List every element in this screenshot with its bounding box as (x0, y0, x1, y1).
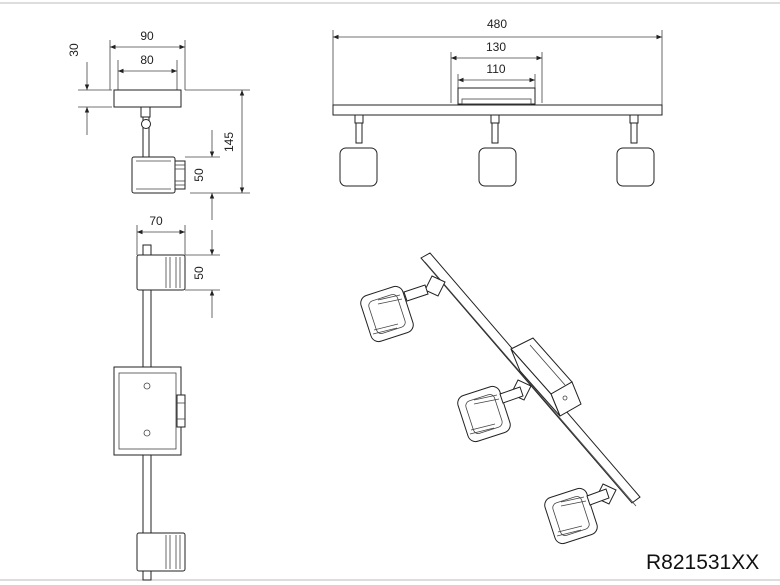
top-view: 70 50 (113, 214, 220, 581)
front-bar (332, 104, 663, 116)
front-spot-1 (339, 147, 378, 187)
dim-width-outer: 90 (140, 29, 154, 43)
dim-plate-inner: 110 (486, 62, 505, 76)
front-spot-3 (616, 147, 655, 187)
front-mount-plate (457, 87, 536, 105)
front-view: 480 130 110 (332, 17, 663, 187)
dim-total-height: 145 (222, 132, 236, 152)
top-spot-head-1 (136, 254, 186, 291)
isometric-view (360, 252, 641, 545)
side-view: 90 80 30 145 50 (67, 29, 250, 220)
dim-plate-outer: 130 (486, 40, 506, 54)
dim-head-depth: 50 (192, 266, 206, 280)
side-spot-head (131, 156, 176, 194)
top-mount-plate (113, 366, 182, 456)
side-mount-plate (113, 89, 182, 108)
dim-plate-height: 30 (67, 43, 81, 57)
dim-width-inner: 80 (140, 53, 154, 67)
product-code: R821531XX (646, 551, 759, 574)
dim-head-width: 70 (149, 214, 163, 228)
front-spot-2 (478, 147, 517, 187)
top-spot-head-2 (136, 532, 186, 572)
dim-total-length: 480 (487, 17, 507, 31)
dim-head-height: 50 (192, 168, 206, 182)
